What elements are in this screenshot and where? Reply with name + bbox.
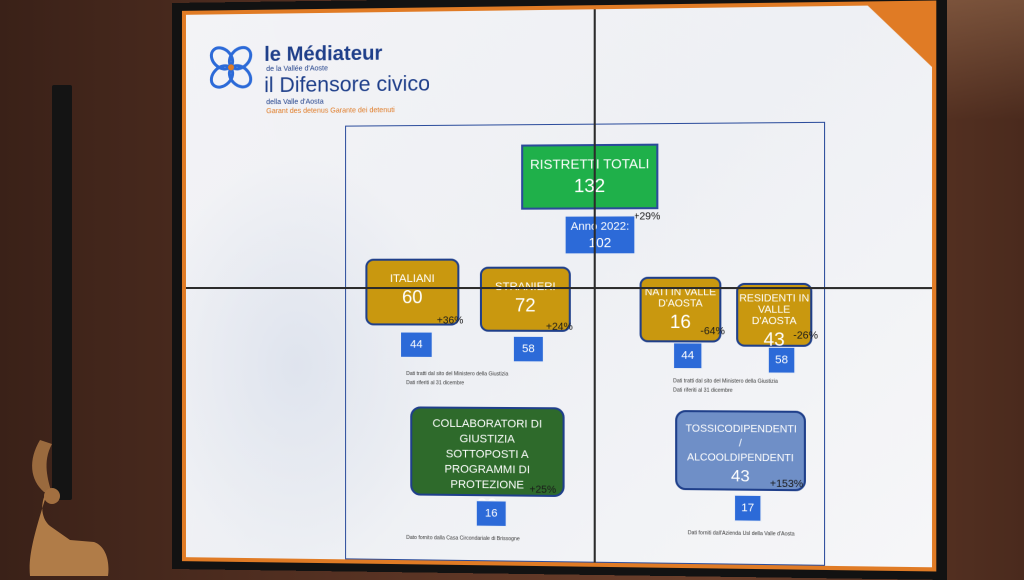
note-left: Dati tratti dal sito del Ministero della… [406, 370, 508, 389]
tossicodipendenti-prev: 17 [734, 494, 762, 522]
panel-seam-vertical [593, 9, 596, 563]
italiani-value: 60 [402, 287, 423, 308]
note-right: Dati tratti dal sito del Ministero della… [673, 377, 778, 396]
collaboratori-card: COLLABORATORI DI GIUSTIZIA SOTTOPOSTI A … [410, 406, 565, 516]
tossicodipendenti-change: +153% [769, 478, 804, 491]
ibex-statue [29, 440, 109, 576]
nati-prev: 44 [673, 342, 703, 370]
collaboratori-prev: 16 [475, 500, 507, 527]
ristretti-label: RISTRETTI TOTALI [529, 155, 650, 172]
display-wall: le Médiateur de la Vallée d'Aoste il Dif… [172, 0, 948, 580]
logo-subtitle-italian: della Valle d'Aosta [266, 98, 324, 107]
anno-label: Anno 2022: [570, 220, 630, 233]
note-right-2: Dati riferiti al 31 dicembre [673, 387, 733, 394]
ristretti-value: 132 [573, 175, 606, 197]
nati-change: -64% [700, 326, 725, 338]
stranieri-change: +24% [545, 321, 573, 333]
stranieri-value: 72 [514, 295, 536, 316]
note-left-1: Dati tratti dal sito del Ministero della… [406, 370, 509, 378]
logo-garante: Garant des detenus Garante dei detenuti [266, 107, 395, 116]
panel-seam-horizontal [185, 287, 933, 290]
note-tossicodipendenti: Dati forniti dall'Azienda Usl della Vall… [687, 530, 795, 538]
left-speaker [52, 85, 72, 500]
logo-title: le Médiateur [264, 42, 383, 66]
residenti-label: RESIDENTI IN VALLE D'AOSTA [739, 293, 810, 328]
tossicodipendenti-label: TOSSICODIPENDENTI / ALCOOLDIPENDENTI [685, 423, 797, 465]
note-collaboratori: Dato fornito dalla Casa Circondariale di… [406, 534, 520, 543]
anno-value: 102 [588, 234, 612, 251]
presentation-slide: le Médiateur de la Vallée d'Aoste il Dif… [181, 0, 937, 572]
italiani-change: +36% [436, 315, 464, 327]
flower-logo-icon [209, 42, 256, 93]
ristretti-change: +29% [633, 211, 661, 223]
orange-corner [867, 4, 933, 68]
ristretti-totali-card: RISTRETTI TOTALI 132 [521, 143, 659, 210]
residenti-prev: 58 [767, 346, 796, 374]
nati-label: NATI IN VALLE D'AOSTA [644, 287, 717, 310]
logo-title-italian: il Difensore civico [264, 72, 431, 98]
note-left-2: Dati riferiti al 31 dicembre [406, 380, 465, 387]
italiani-prev: 44 [400, 331, 433, 358]
residenti-change: -26% [793, 330, 819, 342]
anno-2022-box: Anno 2022: 102 [564, 215, 636, 255]
collaboratori-label: COLLABORATORI DI GIUSTIZIA SOTTOPOSTI A … [432, 417, 543, 492]
italiani-label: ITALIANI [389, 272, 435, 285]
logo-subtitle: de la Vallée d'Aoste [266, 65, 328, 74]
stranieri-prev: 58 [512, 335, 544, 363]
collaboratori-change: +25% [529, 484, 557, 496]
note-right-1: Dati tratti dal sito del Ministero della… [673, 378, 778, 385]
